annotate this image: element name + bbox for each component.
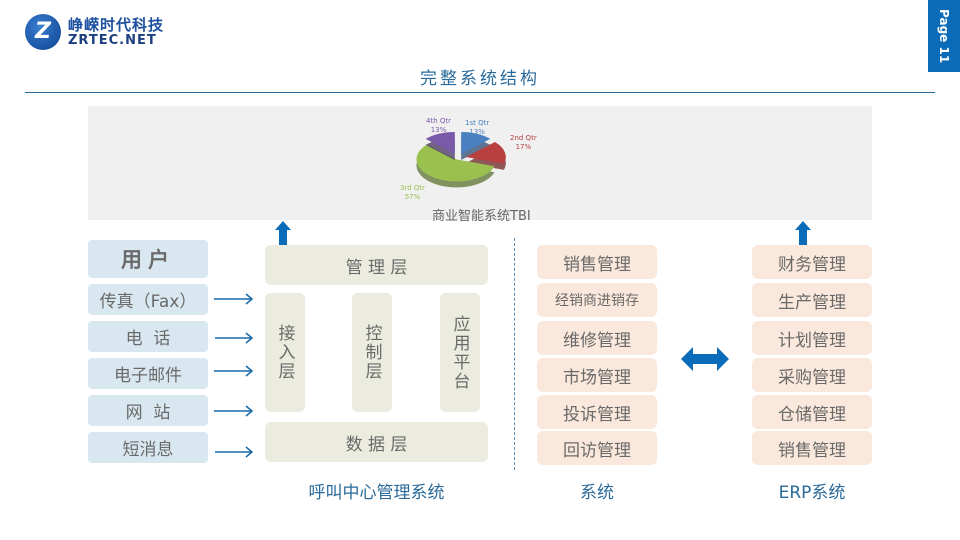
up-arrow-icon <box>275 221 291 245</box>
pie-slice <box>416 144 495 182</box>
erp-item: 生产管理 <box>752 283 872 317</box>
logo-name-cn: 峥嵘时代科技 <box>68 16 165 34</box>
logo-icon: Z <box>25 14 61 50</box>
system-item: 市场管理 <box>537 358 657 392</box>
system-item: 维修管理 <box>537 321 657 355</box>
system-item: 销售管理 <box>537 245 657 279</box>
system-item: 回访管理 <box>537 431 657 465</box>
pie-slice <box>425 131 455 154</box>
bi-system-label: 商业智能系统TBI <box>432 209 531 224</box>
user-channel-fax: 传真（Fax） <box>88 284 208 315</box>
control-layer: 控制层 <box>352 293 392 412</box>
system-item: 经销商进销存 <box>537 283 657 317</box>
title-divider <box>25 92 935 93</box>
pie-slice <box>461 131 491 154</box>
double-arrow-icon <box>681 347 729 371</box>
pie-slice <box>465 141 506 164</box>
logo-name-en: ZRTEC.NET <box>68 33 157 48</box>
arrows-to-access-layer <box>214 293 254 458</box>
user-channel-email: 电子邮件 <box>88 358 208 389</box>
erp-item: 仓储管理 <box>752 395 872 429</box>
erp-item: 销售管理 <box>752 431 872 465</box>
divider-dashed <box>514 238 515 470</box>
system-caption: 系统 <box>580 483 614 503</box>
erp-item: 采购管理 <box>752 358 872 392</box>
call-center-caption: 呼叫中心管理系统 <box>308 483 445 503</box>
user-channel-phone: 电 话 <box>88 321 208 352</box>
page-number-tab: Page 11 <box>928 0 960 72</box>
pie-chart <box>416 131 506 188</box>
management-layer: 管 理 层 <box>265 245 488 285</box>
access-layer: 接入层 <box>265 293 305 412</box>
user-channel-sms: 短消息 <box>88 432 208 463</box>
slide-title: 完整系统结构 <box>420 69 540 89</box>
user-channel-website: 网 站 <box>88 395 208 426</box>
data-layer: 数 据 层 <box>265 422 488 462</box>
erp-item: 财务管理 <box>752 245 872 279</box>
application-platform: 应用平台 <box>440 293 480 412</box>
erp-item: 计划管理 <box>752 321 872 355</box>
up-arrow-icon <box>795 221 811 245</box>
users-header: 用户 <box>88 240 208 278</box>
erp-caption: ERP系统 <box>778 483 846 503</box>
system-item: 投诉管理 <box>537 395 657 429</box>
